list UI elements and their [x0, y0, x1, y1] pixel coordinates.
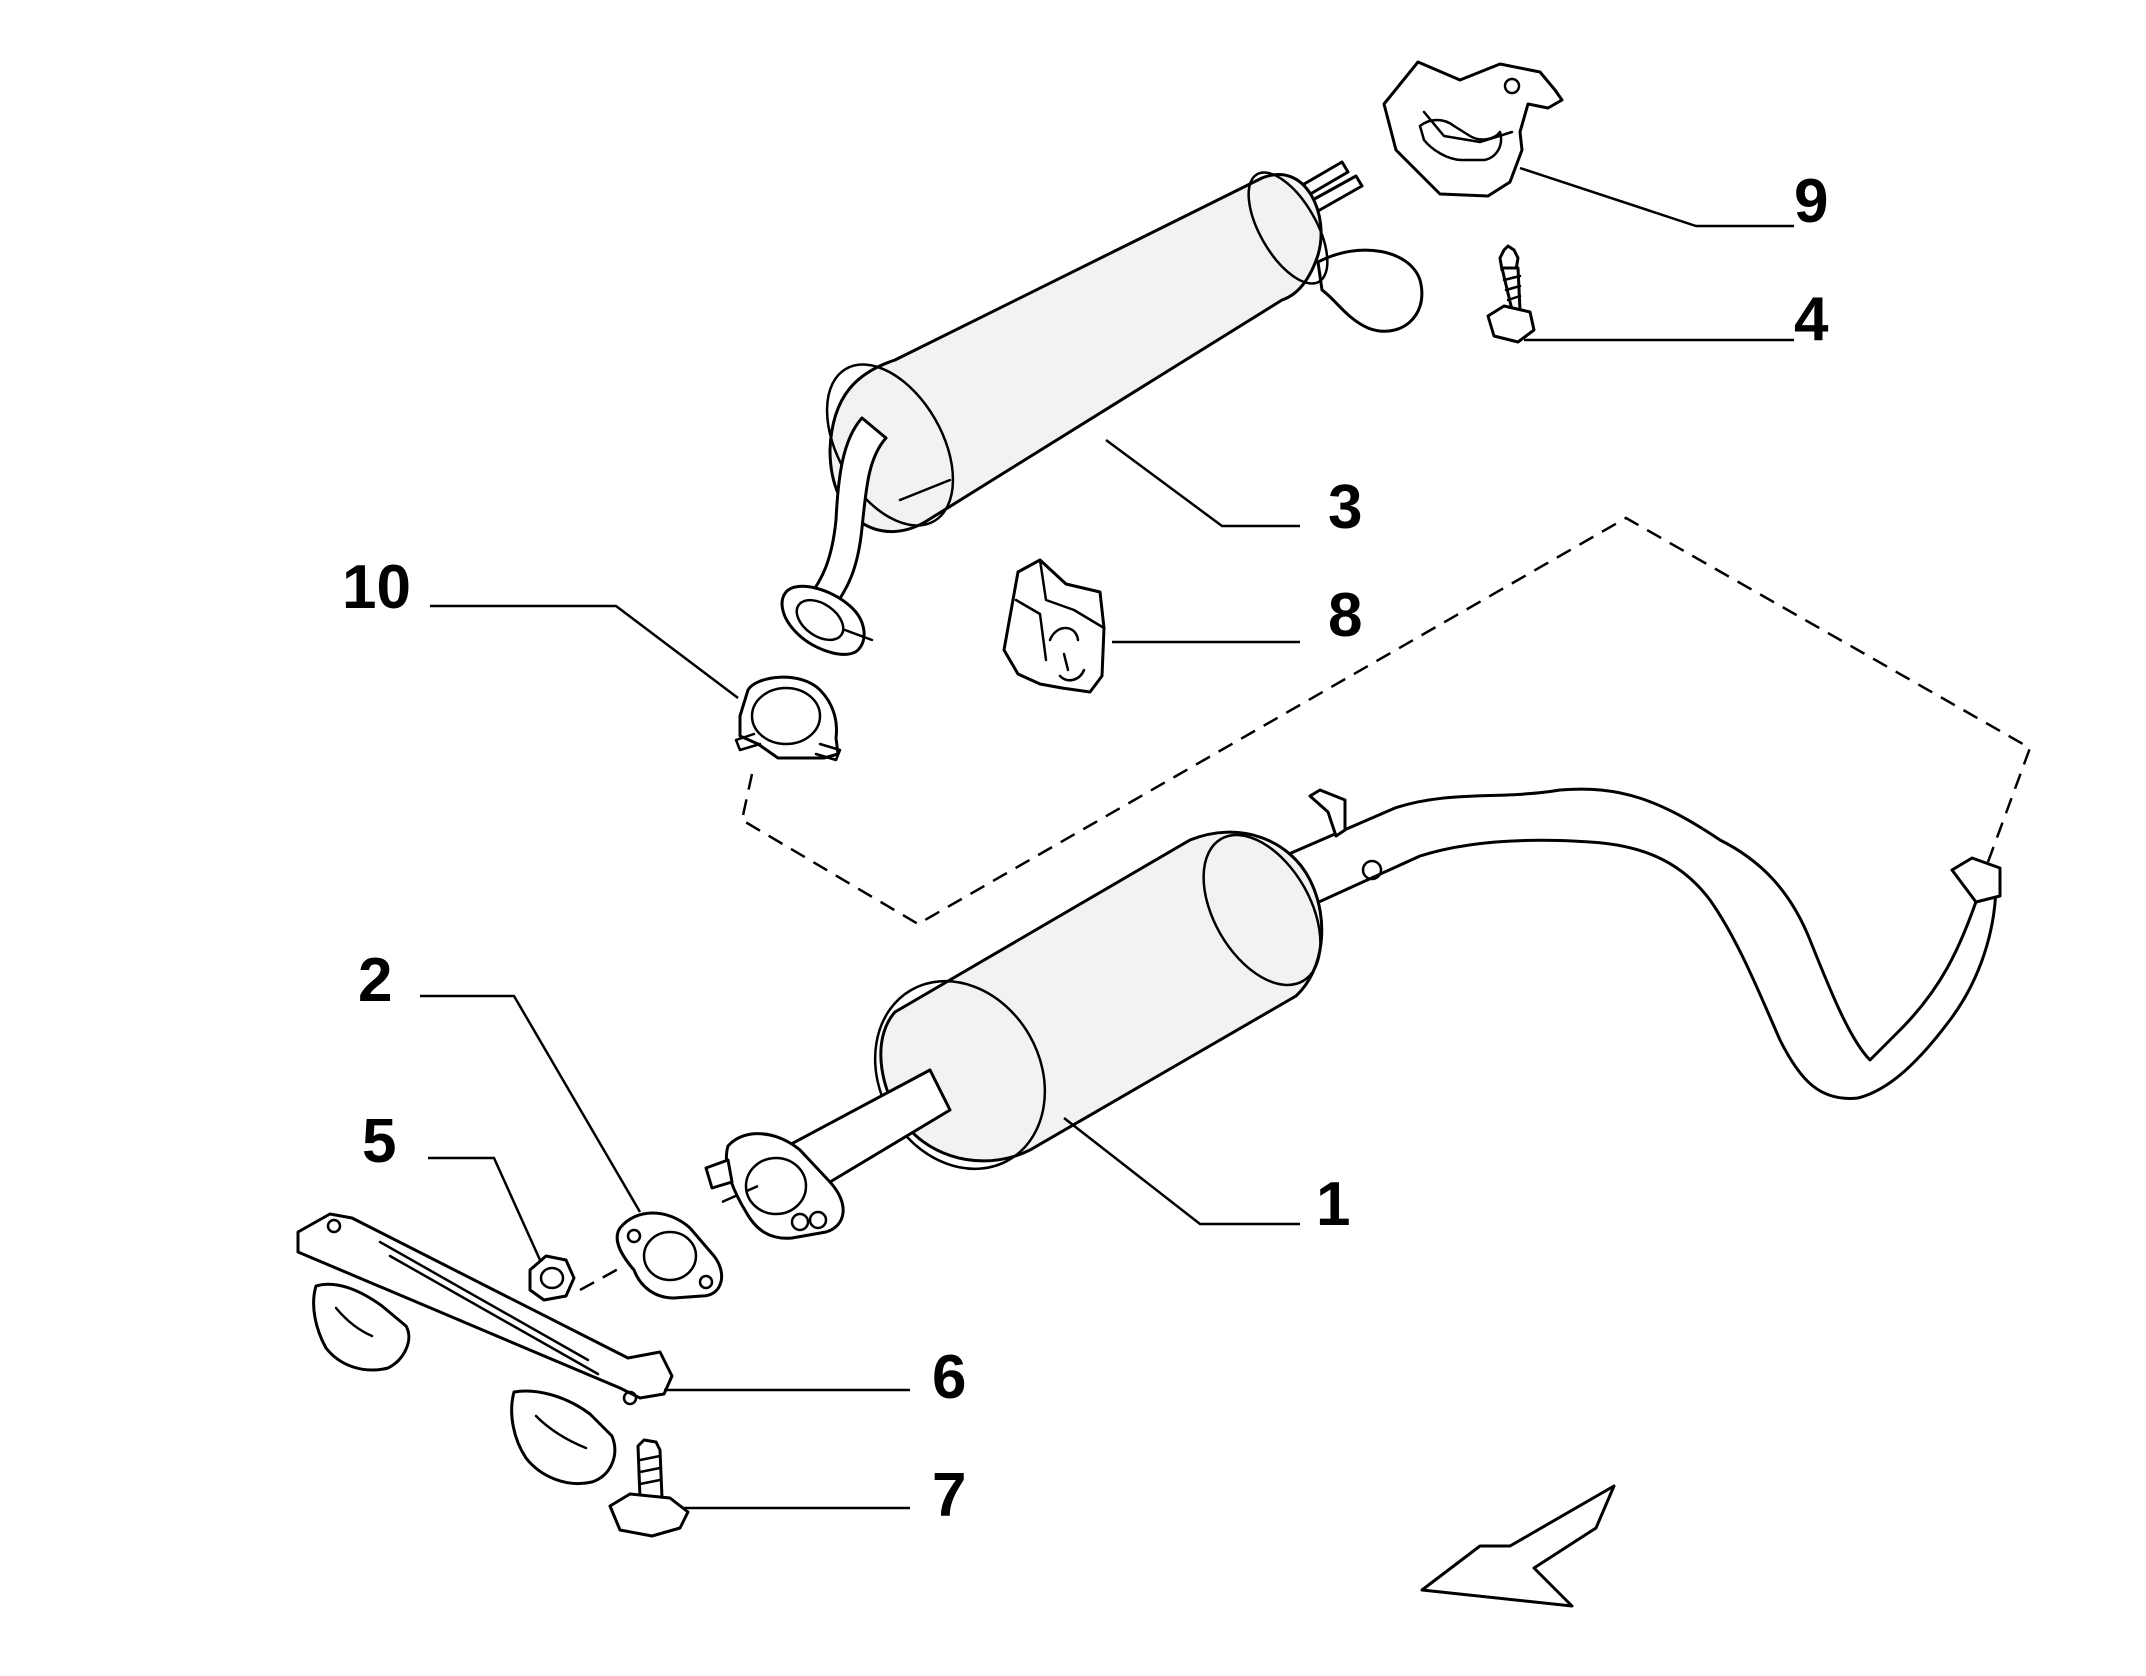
part-6-support-bracket	[296, 1212, 674, 1485]
callout-labels: 1 2 3 4 5 6 7 8 9 10	[342, 167, 1829, 1530]
part-10-clamp	[734, 675, 842, 762]
part-8-rubber-mounting	[1002, 558, 1106, 694]
part-5-nut	[528, 1254, 576, 1302]
callout-8: 8	[1328, 581, 1362, 650]
callout-9: 9	[1794, 167, 1828, 236]
part-9-rear-hanger-bracket	[1382, 60, 1564, 198]
callout-4: 4	[1794, 285, 1829, 354]
part-4-screw	[1486, 244, 1536, 344]
callout-10: 10	[342, 553, 411, 622]
callout-7: 7	[932, 1461, 966, 1530]
part-2-gasket	[615, 1211, 724, 1300]
part-1-front-silencer	[704, 787, 2002, 1240]
callout-1: 1	[1316, 1170, 1350, 1239]
callout-5: 5	[362, 1107, 396, 1176]
callout-6: 6	[932, 1343, 966, 1412]
part-7-bolt	[608, 1438, 690, 1538]
assembly-dashed-outline	[579, 516, 2032, 1292]
front-direction-arrow-icon	[1420, 1484, 1616, 1608]
leader-lines	[420, 166, 1794, 1510]
callout-2: 2	[358, 946, 392, 1015]
callout-3: 3	[1328, 473, 1362, 542]
part-3-rear-silencer	[780, 160, 1424, 656]
